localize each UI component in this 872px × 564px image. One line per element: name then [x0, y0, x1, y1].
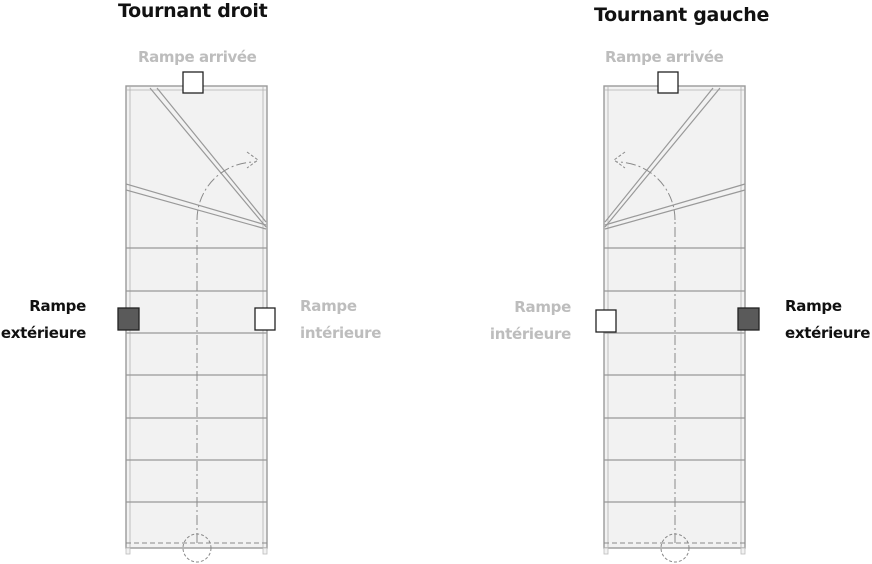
direction-arrow: [613, 151, 626, 169]
marker-rampe-exterieure: [737, 307, 760, 331]
winder-line: [604, 87, 714, 223]
label-rampe-exterieure-right: Rampe extérieure: [785, 293, 870, 347]
direction-arrow: [246, 151, 259, 169]
walking-line: [196, 161, 256, 543]
marker-rampe-interieure: [254, 307, 276, 331]
start-circle: [660, 533, 690, 563]
winder-line: [125, 189, 267, 230]
marker-rampe-interieure: [595, 309, 617, 333]
post-foot: [262, 547, 268, 555]
title-tournant-gauche: Tournant gauche: [594, 4, 770, 26]
label-line: Rampe: [514, 298, 571, 316]
marker-rampe-arrivee: [657, 71, 679, 94]
stair-plan-tournant-gauche: [595, 71, 760, 563]
start-circle: [182, 533, 212, 563]
label-rampe-interieure-left: Rampe intérieure: [300, 293, 381, 347]
marker-rampe-arrivee: [182, 71, 204, 94]
winder-line: [604, 87, 721, 228]
label-line: extérieure: [0, 324, 86, 342]
label-line: intérieure: [300, 324, 382, 342]
post-foot: [740, 547, 746, 555]
label-line: Rampe: [300, 297, 357, 315]
stair-plan-tournant-droit: [117, 71, 276, 563]
title-tournant-droit: Tournant droit: [118, 0, 268, 22]
winder-line: [125, 183, 267, 226]
winder-line: [604, 183, 746, 226]
label-line: intérieure: [489, 325, 571, 343]
label-rampe-interieure-right: Rampe intérieure: [486, 294, 571, 348]
label-line: extérieure: [785, 324, 871, 342]
winder-line: [149, 87, 267, 228]
label-rampe-arrivee-right: Rampe arrivée: [605, 48, 724, 66]
marker-rampe-exterieure: [117, 307, 140, 331]
post-foot: [125, 547, 131, 555]
winder-treads: [604, 87, 746, 230]
walking-line-arc: [196, 161, 256, 221]
label-rampe-arrivee-left: Rampe arrivée: [138, 48, 257, 66]
label-line: Rampe: [785, 297, 842, 315]
winder-treads: [125, 87, 267, 230]
walking-line: [616, 161, 676, 543]
walking-line-arc: [616, 161, 676, 221]
post-foot: [603, 547, 609, 555]
label-line: Rampe: [29, 297, 86, 315]
label-rampe-exterieure-left: Rampe extérieure: [0, 293, 86, 347]
winder-line: [156, 87, 267, 223]
winder-line: [604, 189, 746, 230]
